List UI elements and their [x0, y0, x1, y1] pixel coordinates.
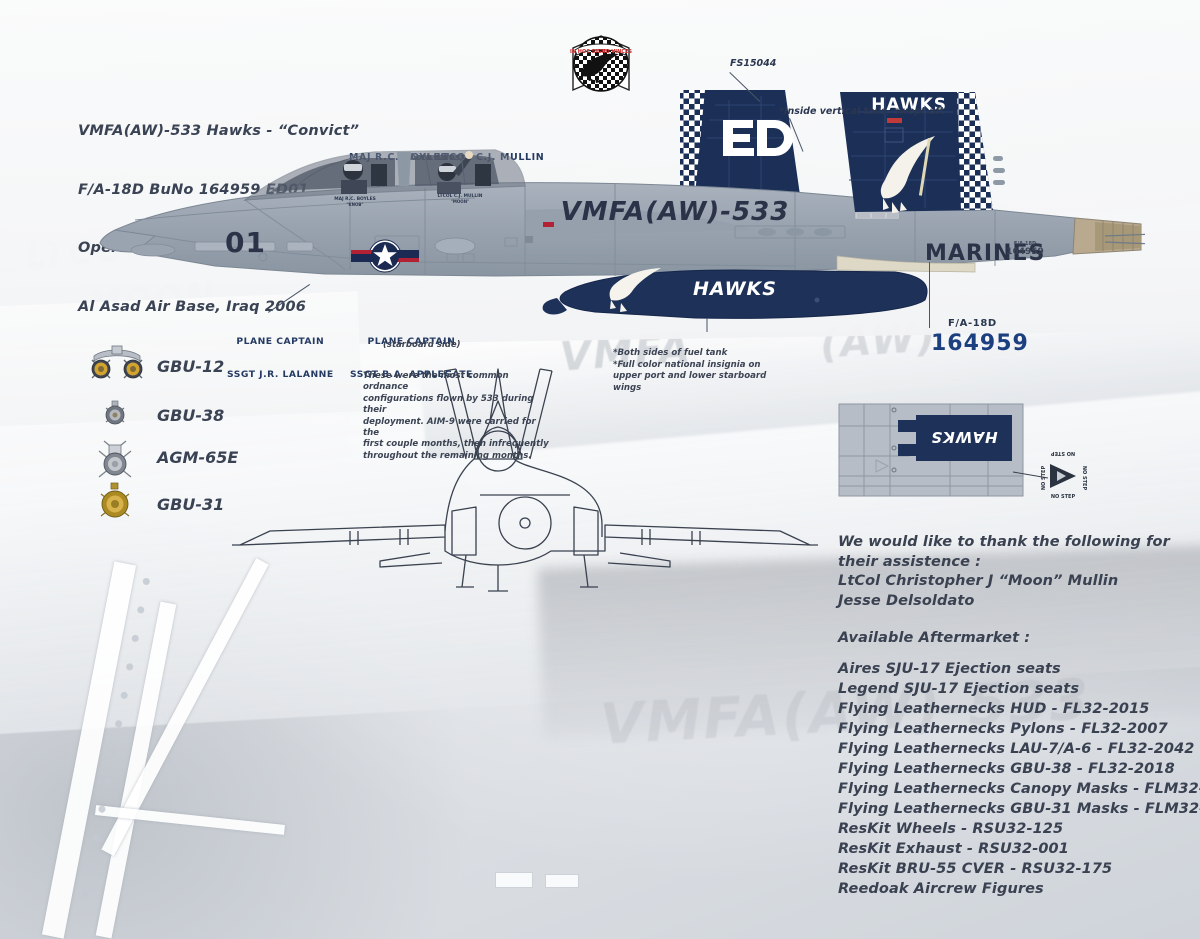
aftermarket-item-9: ResKit Exhaust - RSU32-001 [838, 841, 1069, 857]
thanks-name-0: LtCol Christopher J “Moon” Mullin [838, 573, 1119, 589]
wso-figure [437, 151, 473, 194]
aftermarket-item-2: Flying Leathernecks HUD - FL32-2015 [838, 701, 1150, 717]
plane-captain-starboard: PLANE CAPTAIN SSGT B.A. APPLEGATE [350, 314, 473, 402]
ordnance-legend-label-0: GBU-12 [157, 357, 225, 376]
thanks-name-1: Jesse Delsoldato [838, 593, 975, 609]
modex-number: 01 [225, 226, 266, 259]
ordnance-legend-row-gbu12 [86, 344, 148, 386]
ordnance-legend-label-3: GBU-31 [157, 495, 225, 514]
plane-captain-title: PLANE CAPTAIN [367, 336, 456, 347]
aftermarket-item-7: Flying Leathernecks GBU-31 Masks - FLM32… [838, 801, 1200, 817]
plane-captain-port: PLANE CAPTAIN SSGT J.R. LALANNE [227, 314, 334, 402]
gbu12-pair-icon [91, 345, 143, 379]
ordnance-legend-label-1: GBU-38 [157, 406, 225, 425]
callout-inside-tails: *Inside vertical tails, swept aft [779, 106, 945, 117]
no-step-bottom: NO STEP [1051, 494, 1076, 500]
background-placard [495, 872, 533, 888]
centerline-fuel-tank: HAWKS [542, 268, 928, 319]
squadron-patch-icon: IN HOC SIGNO VINCES [563, 28, 639, 96]
aftermarket-item-0: Aires SJU-17 Ejection seats [838, 661, 1061, 677]
ordnance-legend-row-gbu38 [102, 400, 128, 430]
gbu31-icon [100, 482, 130, 518]
marines-title: MARINES [925, 241, 1045, 266]
canopy-wso-name-stencil: LTCOL C.J. MULLIN [438, 193, 483, 199]
tank-name-hawks: HAWKS [693, 278, 777, 300]
title-line-1: VMFA(AW)-533 Hawks - “Convict” [78, 123, 360, 139]
aftermarket-item-8: ResKit Wheels - RSU32-125 [838, 821, 1064, 837]
canopy-name-stencils: MAJ R.C. BOYLES "KNOB" LTCOL C.J. MULLIN… [334, 193, 483, 207]
buno-stencil-number: 164959 [1006, 247, 1044, 257]
buno-number: 164959 [931, 331, 1029, 356]
buno-leader-line [929, 262, 930, 328]
no-step-left: NO STEP [1041, 466, 1047, 491]
hawk-emblem [880, 136, 935, 213]
inset-tank-name: HAWKS [930, 428, 997, 446]
aircraft-front-view [230, 355, 820, 615]
ordnance-legend-row-agm65e [96, 437, 134, 485]
aftermarket-item-5: Flying Leathernecks GBU-38 - FL32-2018 [838, 761, 1175, 777]
plane-captain-side-note: (starboard side) [383, 340, 461, 350]
ordnance-legend-label-2: AGM-65E [157, 448, 239, 467]
national-insignia [351, 239, 419, 273]
canopy-wso-callsign-stencil: "MOON" [451, 199, 469, 204]
aftermarket-item-11: Reedoak Aircrew Figures [838, 881, 1044, 897]
background-placard [545, 874, 579, 888]
aftermarket-item-6: Flying Leathernecks Canopy Masks - FLM32… [838, 781, 1200, 797]
tail-name-hawks: HAWKS [871, 95, 947, 115]
buno-label: F/A-18D [948, 318, 997, 329]
agm65e-icon [98, 440, 132, 478]
title-line-4: Al Asad Air Base, Iraq 2006 [78, 298, 307, 315]
no-step-top: NO STEP [1051, 450, 1076, 456]
callout-fs-code: FS15044 [730, 58, 777, 69]
tail-code-ed [723, 120, 793, 156]
far-vertical-tail [680, 90, 800, 195]
pilot-figure [341, 160, 367, 194]
aftermarket-item-1: Legend SJU-17 Ejection seats [838, 681, 1080, 697]
thanks-heading: We would like to thank the following for… [838, 534, 1170, 570]
gbu38-icon [105, 400, 125, 425]
aftermarket-item-3: Flying Leathernecks Pylons - FL32-2007 [838, 721, 1168, 737]
cockpit-canopy [242, 149, 526, 201]
callout-insignia: *Full color national insignia on upper p… [613, 360, 767, 393]
ordnance-legend-row-gbu31 [97, 482, 133, 526]
canopy-pilot-name-stencil: MAJ R.C. BOYLES [334, 196, 376, 202]
plane-captain-title: PLANE CAPTAIN [236, 336, 325, 347]
buno-stencil-type: F/A-18D [1014, 241, 1036, 247]
aftermarket-item-4: Flying Leathernecks LAU-7/A-6 - FL32-204… [838, 741, 1195, 757]
callout-fuel-tank: *Both sides of fuel tank [613, 348, 728, 358]
fuselage-unit-title: VMFA(AW)-533 [561, 197, 790, 227]
fuel-tank-topview-detail: HAWKS NO STEP NO STEP NO STEP NO STEP [838, 398, 1128, 500]
canopy-pilot-callsign-stencil: "KNOB" [346, 202, 363, 207]
no-step-right: NO STEP [1081, 466, 1087, 491]
aftermarket-item-10: ResKit BRU-55 CVER - RSU32-175 [838, 861, 1113, 877]
plane-captain-name: SSGT J.R. LALANNE [227, 369, 334, 380]
plane-captain-name: SSGT B.A. APPLEGATE [350, 369, 473, 380]
svg-text:IN HOC SIGNO VINCES: IN HOC SIGNO VINCES [570, 49, 632, 55]
near-vertical-tail: HAWKS [840, 92, 1005, 213]
aircraft-side-view: MAJ R.C. BOYLES "KNOB" LTCOL C.J. MULLIN… [95, 60, 1156, 360]
aftermarket-heading: Available Aftermarket : [838, 630, 1031, 646]
no-step-stencil-group: NO STEP NO STEP NO STEP NO STEP [1041, 450, 1087, 500]
loadout-matrix [60, 596, 840, 886]
tank-hawks-logo [609, 268, 661, 312]
